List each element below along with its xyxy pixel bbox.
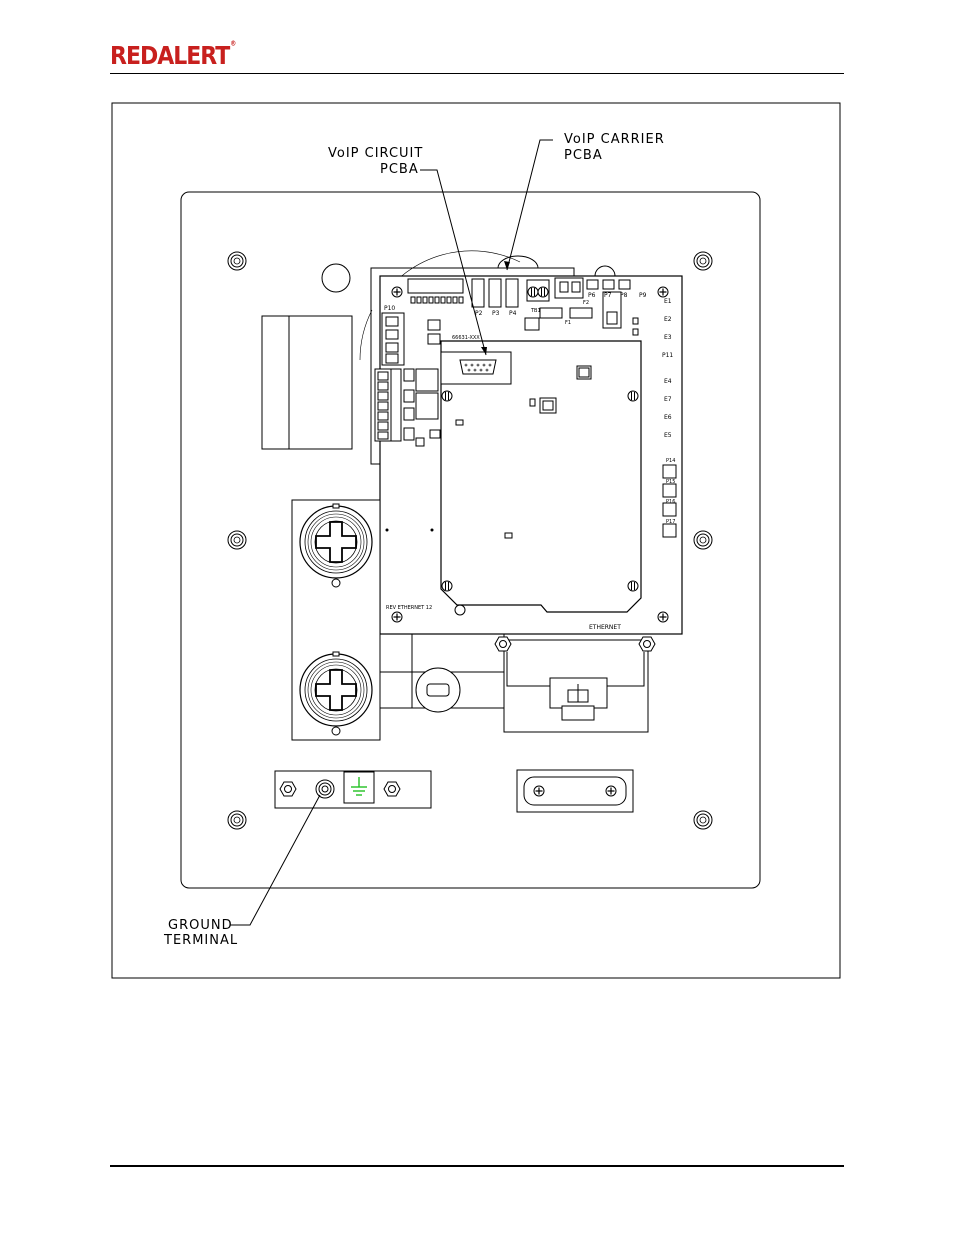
plate-bolt [227,251,247,271]
callout-ground-2: TERMINAL [163,933,238,948]
label-p3: P3 [492,310,500,317]
callout-voip-circuit-1: VoIP CIRCUIT [328,146,423,161]
connector-p4 [505,278,519,308]
label-part-no: 66631-XXX [452,335,480,341]
label-p7: P7 [604,292,612,299]
label-p11: P11 [662,352,673,359]
label-e1: E1 [664,298,672,305]
mounting-plate [180,191,761,889]
header-strip [407,278,464,294]
plate-bolt [693,251,713,271]
board-screw [391,611,403,623]
label-e3: E3 [664,334,672,341]
label-e2: E2 [664,316,672,323]
ground-icon [351,777,367,796]
header-rule [110,73,844,74]
board-screw [657,286,669,298]
label-p9: P9 [639,292,647,299]
footer-rule [110,1165,844,1167]
label-p14: P14 [666,458,675,464]
board-screw [391,286,403,298]
label-p6: P6 [588,292,596,299]
leader-voip-circuit [420,169,487,356]
connector-p3 [488,278,502,308]
voip-circuit-pcba [440,340,642,613]
plate-bolt [693,530,713,550]
label-ethernet: ETHERNET [589,624,621,631]
figure-frame [111,102,841,979]
label-e7: E7 [664,396,672,403]
label-f2: F2 [583,300,589,306]
label-p4: P4 [509,310,517,317]
leader-ground [230,794,321,926]
label-e6: E6 [664,414,672,421]
plate-bolt [227,530,247,550]
plate-hole [321,263,351,293]
leader-voip-carrier [506,139,553,271]
label-p10: P10 [384,305,395,312]
label-tb1: TB1 [530,308,541,314]
label-f1: F1 [565,320,571,326]
label-p17: P17 [666,519,675,525]
label-e5: E5 [664,432,672,439]
callout-voip-carrier-2: PCBA [564,148,603,163]
label-p2: P2 [475,310,483,317]
plate-bolt [693,810,713,830]
transformer-box [261,315,353,450]
plate-bolt [227,810,247,830]
label-rev-note: REV ETHERNET 12 [386,605,432,611]
db9-connector [440,351,512,385]
connector-p2 [471,278,485,308]
fuse-f2 [569,307,593,319]
label-p15: P15 [666,479,675,485]
board-screw [657,611,669,623]
label-p16: P16 [666,499,675,505]
fuse-f1 [539,307,563,319]
label-p8: P8 [620,292,628,299]
callout-ground-1: GROUND [168,918,233,933]
label-e4: E4 [664,378,672,385]
redalert-logo: REDALERT® [110,39,236,71]
callout-voip-circuit-2: PCBA [380,162,419,177]
callout-voip-carrier-1: VoIP CARRIER [564,132,665,147]
